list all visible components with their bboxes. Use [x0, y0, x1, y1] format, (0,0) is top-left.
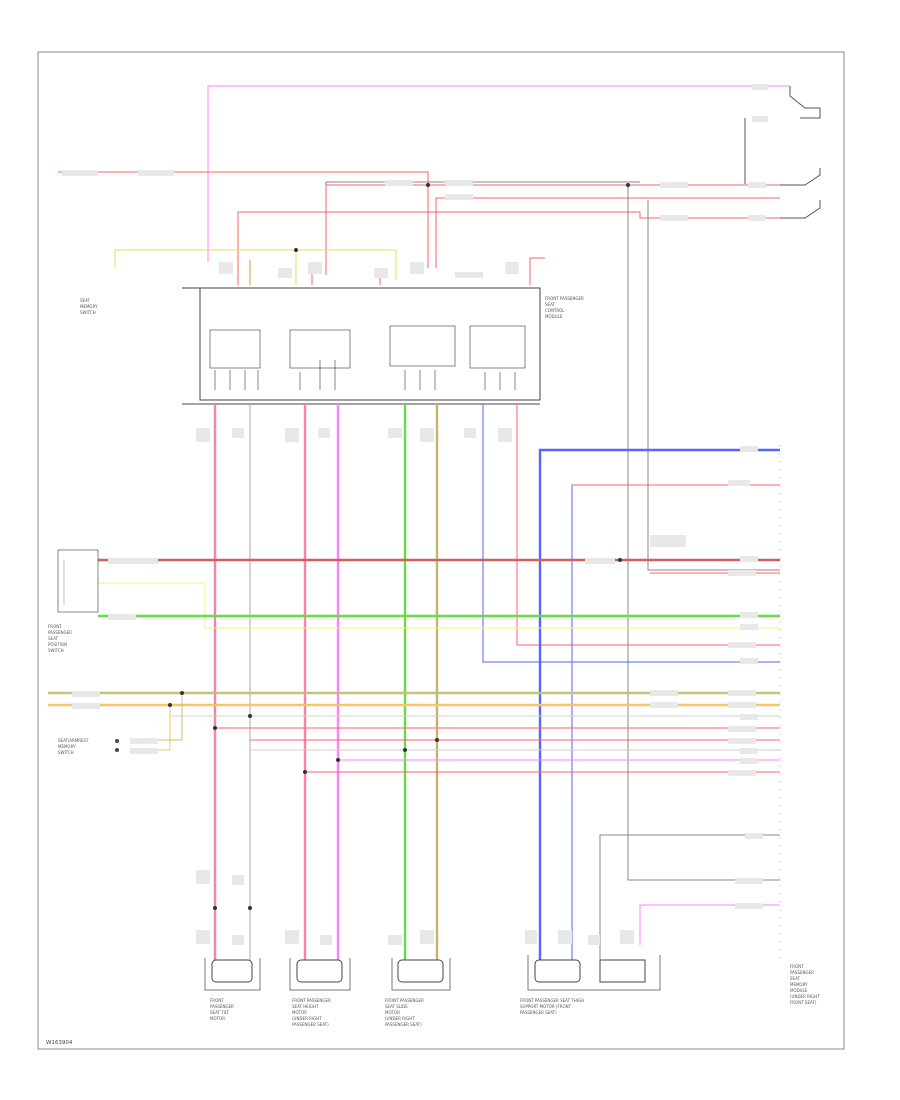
figure-id: W163904 — [46, 1040, 73, 1046]
svg-text:SWITCH: SWITCH — [48, 648, 64, 653]
svg-text:FRONT PASSENGER: FRONT PASSENGER — [545, 296, 584, 301]
pin-label-blocks — [62, 84, 768, 945]
motor-wires — [213, 404, 780, 960]
svg-text:(UNDER RIGHT: (UNDER RIGHT — [790, 994, 820, 999]
svg-text:FRONT: FRONT — [48, 624, 62, 629]
svg-text:SWITCH: SWITCH — [80, 310, 96, 315]
svg-text:PASSENGER: PASSENGER — [210, 1004, 234, 1009]
svg-text:MEMORY: MEMORY — [790, 982, 808, 987]
svg-text:SEAT: SEAT — [545, 302, 555, 307]
svg-text:MOTOR: MOTOR — [385, 1010, 400, 1015]
svg-text:SUPPORT MOTOR (FRONT: SUPPORT MOTOR (FRONT — [520, 1004, 572, 1009]
svg-text:SEAT: SEAT — [790, 976, 800, 981]
connector-pin-stack: FRONT PASSENGER SEAT MEMORY MODULE (UNDE… — [779, 445, 820, 1005]
svg-text:PASSENGER: PASSENGER — [790, 970, 814, 975]
motor-2: FRONT PASSENGER SEAT HEIGHT MOTOR (UNDER… — [289, 958, 351, 1027]
seat-motors: FRONT PASSENGER SEAT TILT MOTOR FRONT PA… — [204, 955, 661, 1027]
splice-points — [168, 183, 630, 910]
svg-text:PASSENGER SEAT): PASSENGER SEAT) — [385, 1022, 422, 1027]
svg-text:MOTOR: MOTOR — [292, 1010, 307, 1015]
motor-3: FRONT PASSENGER SEAT SLIDE MOTOR (UNDER … — [385, 958, 451, 1027]
svg-text:PASSENGER SEAT): PASSENGER SEAT) — [520, 1010, 557, 1015]
svg-text:SEAT SLIDE: SEAT SLIDE — [385, 1004, 408, 1009]
motor-4: FRONT PASSENGER SEAT THIGH SUPPORT MOTOR… — [520, 955, 661, 1015]
svg-text:SEAT: SEAT — [80, 298, 90, 303]
svg-text:POSITION: POSITION — [48, 642, 67, 647]
svg-text:SEAT HEIGHT: SEAT HEIGHT — [292, 1004, 319, 1009]
svg-text:FRONT: FRONT — [790, 964, 804, 969]
svg-text:FRONT PASSENGER: FRONT PASSENGER — [292, 998, 331, 1003]
svg-text:FRONT SEAT): FRONT SEAT) — [790, 1000, 817, 1005]
svg-text:(UNDER RIGHT: (UNDER RIGHT — [385, 1016, 415, 1021]
svg-text:FRONT PASSENGER SEAT THIGH: FRONT PASSENGER SEAT THIGH — [520, 998, 584, 1003]
svg-text:FRONT: FRONT — [210, 998, 224, 1003]
svg-text:MEMORY: MEMORY — [80, 304, 98, 309]
svg-text:SWITCH: SWITCH — [58, 750, 74, 755]
diagram-frame — [37, 51, 845, 1050]
svg-text:SEAT: SEAT — [48, 636, 58, 641]
svg-text:(UNDER RIGHT: (UNDER RIGHT — [292, 1016, 322, 1021]
svg-text:MODULE: MODULE — [545, 314, 563, 319]
svg-text:FRONT PASSENGER: FRONT PASSENGER — [385, 998, 424, 1003]
svg-text:CONTROL: CONTROL — [545, 308, 565, 313]
svg-text:PASSENGER SEAT): PASSENGER SEAT) — [292, 1022, 329, 1027]
left-components: FRONT PASSENGER SEAT POSITION SWITCH SEA… — [48, 298, 119, 755]
svg-text:PASSENGER: PASSENGER — [48, 630, 72, 635]
svg-text:SEAT TILT: SEAT TILT — [210, 1010, 230, 1015]
svg-text:MEMORY: MEMORY — [58, 744, 76, 749]
motor-1: FRONT PASSENGER SEAT TILT MOTOR — [204, 958, 261, 1021]
svg-text:MODULE: MODULE — [790, 988, 808, 993]
svg-text:SEAT/ARMREST: SEAT/ARMREST — [58, 738, 89, 743]
svg-text:MOTOR: MOTOR — [210, 1016, 225, 1021]
seat-control-module: FRONT PASSENGER SEAT CONTROL MODULE — [182, 287, 584, 405]
top-wiring — [58, 85, 821, 881]
